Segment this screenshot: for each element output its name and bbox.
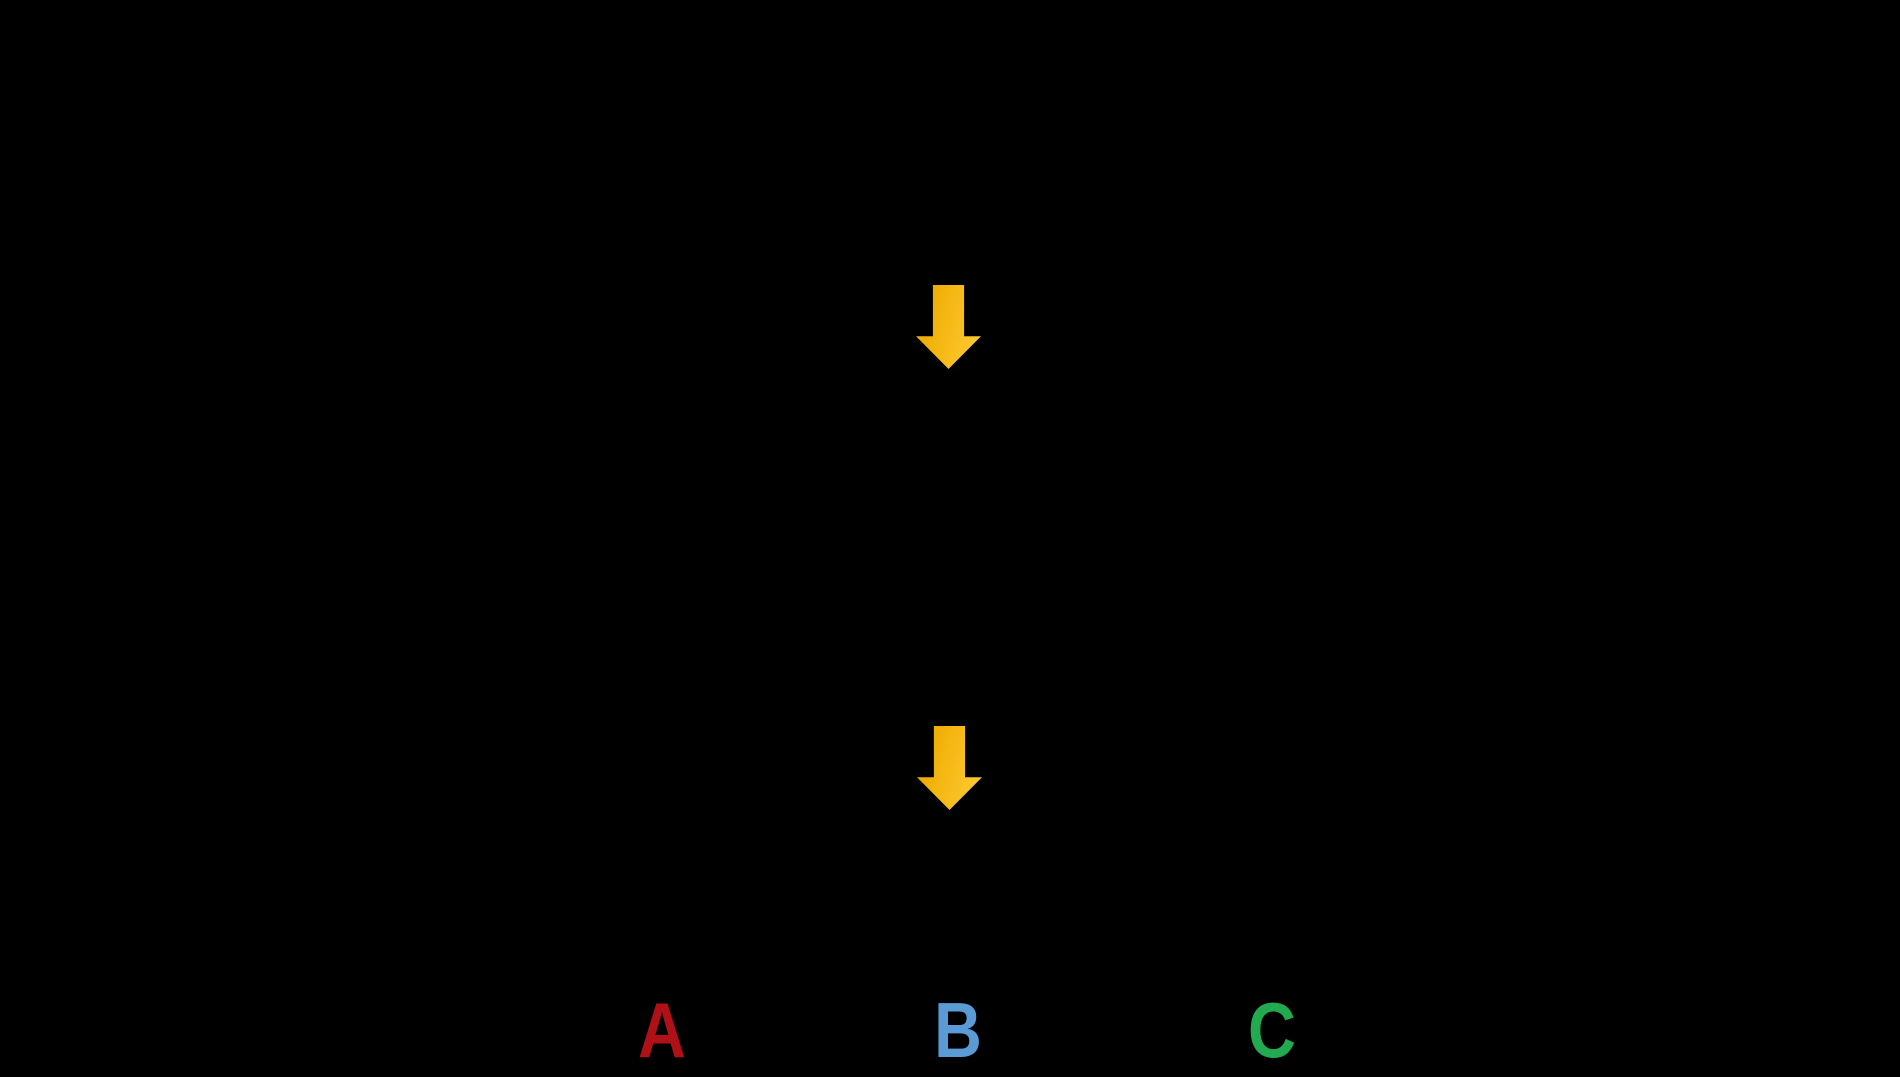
option-label-b: B	[934, 986, 982, 1074]
option-label-c: C	[1248, 986, 1296, 1074]
down-arrow-top-icon	[916, 285, 981, 369]
option-label-a: A	[638, 986, 686, 1074]
down-arrow-bottom-icon	[917, 726, 982, 810]
